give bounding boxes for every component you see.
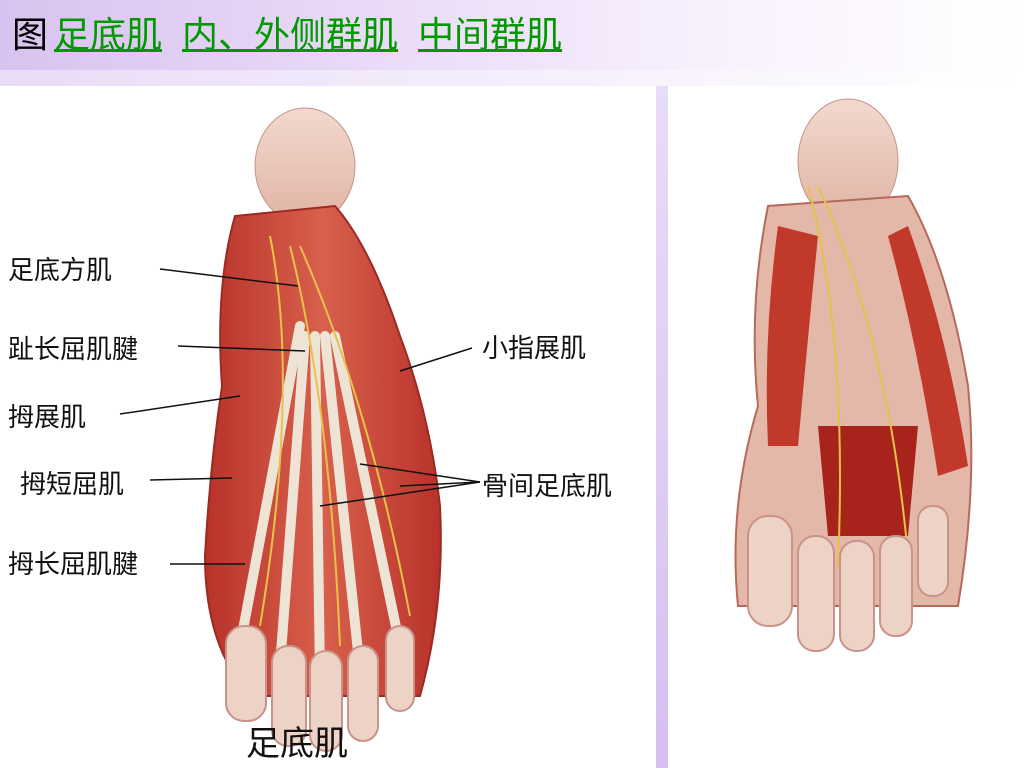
medial-muscle-right (766, 226, 818, 446)
label-quadratus-plantae: 足底方肌 (8, 256, 113, 286)
interossei-right (818, 426, 918, 536)
leader-lines (119, 268, 481, 565)
left-figure-panel: 足底方肌 趾长屈肌腱 拇展肌 拇短屈肌 拇长屈肌腱 小指展肌 骨间足底肌 足底肌 (0, 86, 656, 768)
panel-divider (656, 86, 668, 768)
link-medial-lateral-groups[interactable]: 内、外侧群肌 (182, 15, 399, 56)
right-figure-panel (668, 86, 1024, 768)
nerves-right (807, 185, 909, 567)
nerves (259, 235, 411, 647)
link-plantar-muscles[interactable]: 足底肌 (54, 15, 163, 56)
label-plantar-interossei: 骨间足底肌 (482, 472, 613, 502)
heel-bone (254, 107, 356, 225)
label-abductor-hallucis: 拇展肌 (8, 403, 87, 433)
foot-deep-layer-illustration (734, 98, 973, 652)
lateral-muscle-right (888, 226, 968, 476)
title-prefix: 图 (12, 15, 49, 56)
foot-sole-illustration (119, 107, 481, 752)
toes-right (747, 505, 949, 652)
label-fdl-tendon: 趾长屈肌腱 (8, 335, 139, 365)
slide-title: 图足底肌内、外侧群肌中间群肌 (12, 14, 576, 58)
tendons (235, 321, 405, 681)
label-fhb: 拇短屈肌 (20, 470, 125, 500)
figure-caption: 足底肌 (246, 724, 348, 764)
title-bar: 图足底肌内、外侧群肌中间群肌 (0, 0, 1024, 70)
toes (225, 625, 415, 752)
label-abductor-digiti-minimi: 小指展肌 (482, 334, 587, 364)
label-fhl-tendon: 拇长屈肌腱 (8, 550, 139, 580)
link-middle-group[interactable]: 中间群肌 (418, 15, 563, 56)
